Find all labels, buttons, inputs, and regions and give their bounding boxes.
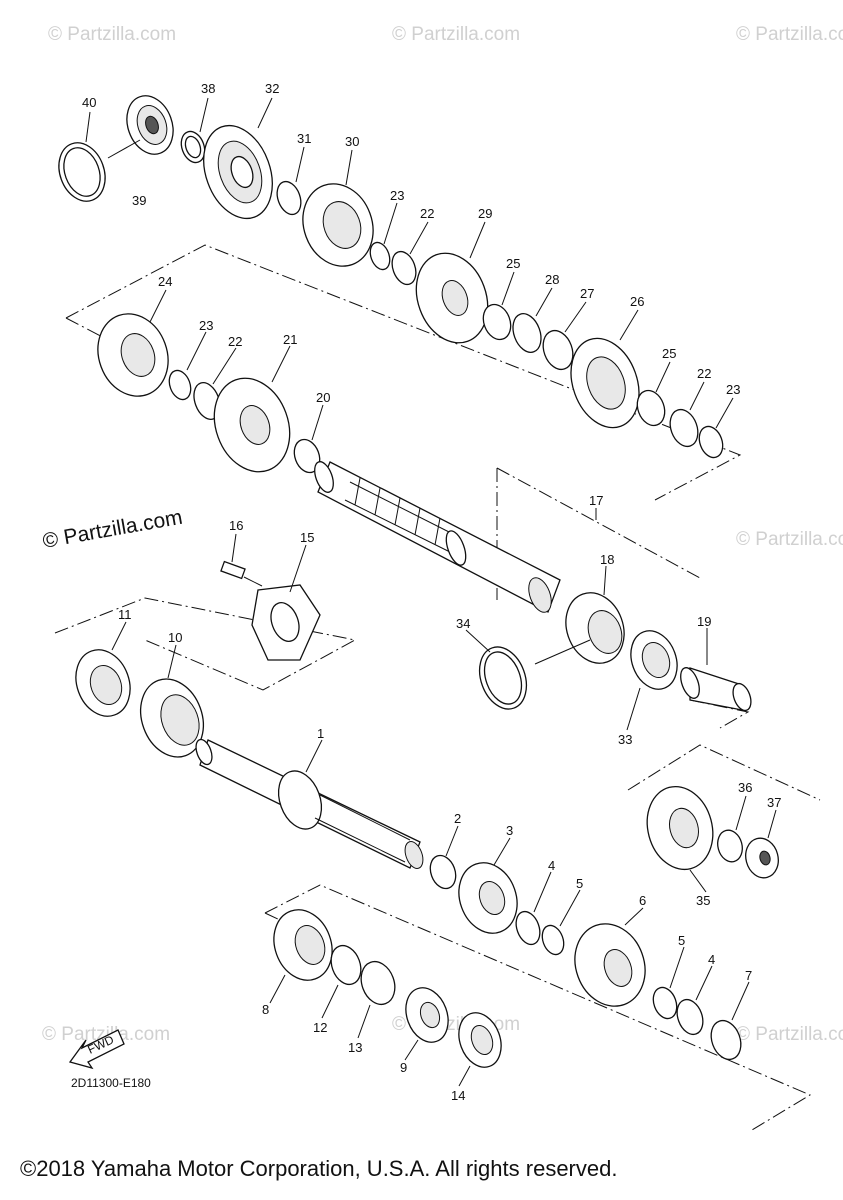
washer-4-a <box>515 910 541 946</box>
callout-13: 13 <box>348 1040 362 1055</box>
callout-22-b: 22 <box>228 334 242 349</box>
callout-25-a: 25 <box>506 256 520 271</box>
callout-16: 16 <box>229 518 243 533</box>
callout-29: 29 <box>478 206 492 221</box>
callout-9: 9 <box>400 1060 407 1075</box>
callout-6: 6 <box>639 893 646 908</box>
callout-19: 19 <box>697 614 711 629</box>
callout-22-a: 22 <box>420 206 434 221</box>
callout-30: 30 <box>345 134 359 149</box>
callout-17: 17 <box>589 493 603 508</box>
callout-40: 40 <box>82 95 96 110</box>
callout-labels: 40 39 38 32 31 30 23 22 29 25 28 27 26 2… <box>82 81 781 1103</box>
callout-2: 2 <box>454 811 461 826</box>
washer-28 <box>512 313 542 353</box>
sprocket-group <box>646 785 779 879</box>
partzilla-watermark: © Partzilla.com <box>41 506 184 553</box>
callout-35: 35 <box>696 893 710 908</box>
circlip-23-a <box>369 241 391 271</box>
circlip-23-c <box>698 425 724 459</box>
callout-20: 20 <box>316 390 330 405</box>
washer-36 <box>717 829 743 863</box>
callout-15: 15 <box>300 530 314 545</box>
bearing-7 <box>710 1019 742 1061</box>
callout-26: 26 <box>630 294 644 309</box>
callout-33: 33 <box>618 732 632 747</box>
callout-14: 14 <box>451 1088 465 1103</box>
callout-7: 7 <box>745 968 752 983</box>
main-axle <box>195 738 424 869</box>
watermark-top-left: © Partzilla.com <box>48 24 176 45</box>
callout-8: 8 <box>262 1002 269 1017</box>
callout-18: 18 <box>600 552 614 567</box>
callout-27: 27 <box>580 286 594 301</box>
bearing-plate-group <box>220 560 321 661</box>
circlip-23-b <box>168 369 192 401</box>
callout-3: 3 <box>506 823 513 838</box>
callout-38: 38 <box>201 81 215 96</box>
washer-22-c <box>669 408 699 448</box>
washer-4-b <box>676 998 704 1036</box>
fwd-arrow-icon: FWD <box>68 1029 125 1070</box>
washer-22-a <box>391 250 417 286</box>
callout-10: 10 <box>168 630 182 645</box>
callout-34: 34 <box>456 616 470 631</box>
washer-12 <box>330 944 362 986</box>
circlip-5-a <box>541 924 565 956</box>
watermark-top-center: © Partzilla.com <box>392 24 520 45</box>
upper-parts <box>58 95 724 474</box>
bearing-25-b <box>636 389 666 427</box>
collar-19 <box>680 667 700 699</box>
callout-5-a: 5 <box>576 876 583 891</box>
callout-22-c: 22 <box>697 366 711 381</box>
callout-36: 36 <box>738 780 752 795</box>
callout-4-b: 4 <box>708 952 715 967</box>
gear-1 <box>277 770 323 830</box>
callout-21: 21 <box>283 332 297 347</box>
circlip-27 <box>542 329 574 371</box>
callout-11: 11 <box>118 607 132 622</box>
callout-1: 1 <box>317 726 324 741</box>
callout-24: 24 <box>158 274 172 289</box>
callout-12: 12 <box>313 1020 327 1035</box>
leader-lines <box>85 97 777 1087</box>
bearing-2 <box>429 854 457 890</box>
collar-20 <box>293 438 321 474</box>
bolt-16 <box>220 560 246 580</box>
collar-31 <box>276 180 302 216</box>
callout-23-a: 23 <box>390 188 404 203</box>
watermark-mid-right: © Partzilla.com <box>736 529 843 550</box>
washer-13 <box>360 960 396 1006</box>
callout-23-b: 23 <box>199 318 213 333</box>
drive-axle <box>314 461 561 613</box>
watermark-bottom-right: © Partzilla.com <box>736 1024 843 1045</box>
watermark-bottom-left: © Partzilla.com <box>42 1024 170 1045</box>
copyright-notice: ©2018 Yamaha Motor Corporation, U.S.A. A… <box>20 1156 617 1181</box>
diagram-code: 2D11300-E180 <box>71 1076 151 1090</box>
callout-37: 37 <box>767 795 781 810</box>
main-bearing-group <box>75 649 204 758</box>
callout-28: 28 <box>545 272 559 287</box>
callout-25-b: 25 <box>662 346 676 361</box>
callout-23-c: 23 <box>726 382 740 397</box>
bearing-group-17 <box>478 592 752 712</box>
bearing-25-a <box>482 303 512 341</box>
callout-39: 39 <box>132 193 146 208</box>
callout-31: 31 <box>297 131 311 146</box>
lower-parts <box>273 854 742 1068</box>
callout-32: 32 <box>265 81 279 96</box>
circlip-5-b <box>652 986 678 1020</box>
watermark-top-right: © Partzilla.com <box>736 24 843 45</box>
callout-4-a: 4 <box>548 858 555 873</box>
callout-5-b: 5 <box>678 933 685 948</box>
